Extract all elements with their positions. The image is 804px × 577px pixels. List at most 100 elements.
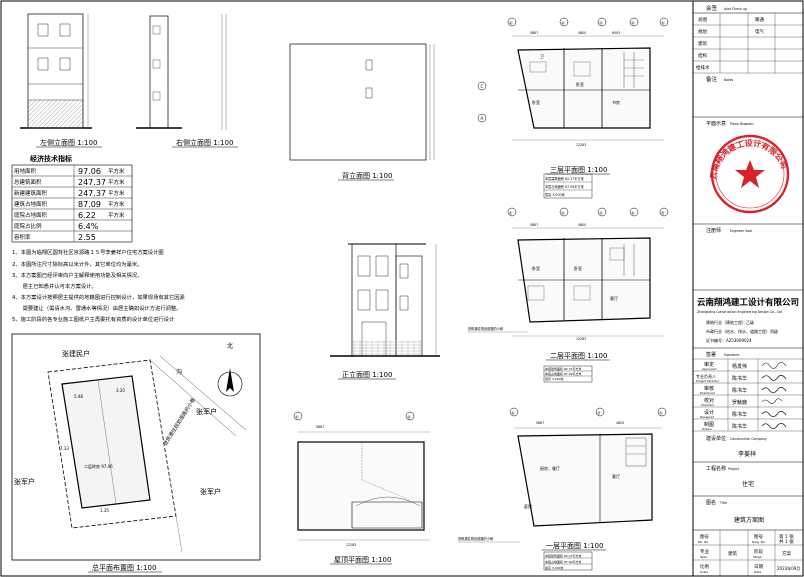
- first-floor-plan-view: ① ③ ⑤ 5887 4800 厨房、餐厅 客厅 庭院 进筑通往规划道路的小巷 …: [458, 407, 667, 571]
- svg-text:层高 3.000米: 层高 3.000米: [545, 192, 566, 197]
- svg-text:③: ③: [599, 21, 603, 26]
- svg-text:Designed: Designed: [700, 415, 714, 419]
- svg-text:Project: Project: [728, 467, 740, 471]
- svg-text:Checked: Checked: [701, 403, 714, 407]
- dimension-text: 12283: [346, 543, 356, 547]
- svg-text:第 1 张: 第 1 张: [779, 533, 794, 540]
- signature-mark: [761, 398, 783, 404]
- svg-text:Engineer Seal: Engineer Seal: [730, 229, 752, 233]
- site-dimension: 5.48: [74, 394, 83, 399]
- svg-text:P.K. No.: P.K. No.: [698, 540, 709, 544]
- svg-text:②: ②: [561, 211, 565, 216]
- svg-text:罗献鹿: 罗献鹿: [732, 399, 747, 406]
- svg-text:图号: 图号: [754, 534, 763, 540]
- svg-text:④: ④: [631, 211, 635, 216]
- svg-text:Construction Company: Construction Company: [730, 437, 767, 441]
- room-label: 卧室: [532, 99, 540, 105]
- dimension-text: 4800: [578, 223, 586, 227]
- svg-text:结构: 结构: [698, 52, 707, 59]
- svg-text:总图: 总图: [698, 16, 707, 23]
- svg-text:Approved: Approved: [702, 367, 716, 371]
- svg-text:规划: 规划: [698, 28, 707, 35]
- svg-text:Stage: Stage: [753, 555, 762, 559]
- svg-text:平方米: 平方米: [108, 167, 125, 175]
- dimension-text: 12283: [576, 143, 586, 147]
- svg-text:Scale: Scale: [700, 570, 708, 574]
- svg-text:建筑: 建筑: [698, 40, 707, 47]
- company-name: 云南翔鸿建工设计有限公司: [697, 297, 799, 308]
- drawing-title-header: 图名: [706, 499, 716, 506]
- right-elevation-caption: 右侧立面图 1:100: [176, 138, 233, 147]
- indicators-table: 经济技术指标 用地面积 97.06 平方米 总建筑面积 247.37 平方米 新…: [11, 154, 133, 243]
- svg-text:③: ③: [599, 211, 603, 216]
- room-label: 客厅: [612, 473, 620, 479]
- north-label: 北: [227, 342, 233, 350]
- project-header: 工程名称: [706, 465, 726, 472]
- north-arrow-icon: [217, 368, 243, 397]
- second-floor-plan-view: ① ② ③ ④ ⑤ 5887 4800 卧室 卧室 客厅 进筑通往规划道路的小巷…: [468, 207, 669, 383]
- svg-text:容积率: 容积率: [14, 233, 31, 241]
- drawing-title: 建筑方案图: [734, 516, 764, 524]
- svg-text:日期: 日期: [754, 564, 763, 570]
- svg-text:阶段: 阶段: [754, 548, 763, 555]
- svg-text:2、本图所注尺寸除标高以米计外，其它单位均为毫米。: 2、本图所注尺寸除标高以米计外，其它单位均为毫米。: [12, 260, 143, 268]
- indicator-row: 容积率 2.55: [14, 233, 96, 242]
- svg-text:本层占地面积 87.09平方米: 本层占地面积 87.09平方米: [545, 559, 582, 564]
- dimension-text: 6003: [612, 31, 620, 35]
- svg-text:庭院占比例: 庭院占比例: [14, 222, 42, 230]
- svg-text:247.37: 247.37: [78, 178, 106, 187]
- svg-text:电气: 电气: [755, 28, 764, 35]
- signature-table: 审定 Approved 杨发伟 专业负责人 Project Director 陈…: [693, 358, 803, 432]
- roof-plan-caption: 屋顶平面图 1:100: [334, 556, 391, 564]
- right-elevation-view: 右侧立面图 1:100: [136, 14, 238, 148]
- svg-text:专业: 专业: [700, 548, 709, 555]
- svg-text:层高 3.000米: 层高 3.000米: [545, 565, 564, 570]
- lane-label: 进筑通往规划道路的小巷: [458, 536, 494, 541]
- area-note-table: 本层建筑面积 82.37平方米 本层占地面积 87.09平方米 层高 3.000…: [543, 365, 593, 383]
- svg-text:建筑: 建筑: [728, 550, 737, 557]
- svg-text:⑤: ⑤: [661, 211, 665, 216]
- indicator-row: 总建筑面积 247.37 平方米: [14, 178, 125, 187]
- third-floor-caption: 三层平面图 1:100: [550, 166, 607, 174]
- svg-text:本层建筑面积 82.37平方米: 本层建筑面积 82.37平方米: [545, 176, 585, 181]
- axis-bubbles: ① ② ③ ④ ⑤ C A: [477, 17, 669, 123]
- svg-text:A: A: [481, 116, 484, 121]
- left-elevation-view: 左侧立面图 1:100: [20, 13, 102, 148]
- front-elevation-view: 正立面图 1:100: [330, 243, 440, 380]
- svg-text:庭院占地面积: 庭院占地面积: [14, 211, 48, 219]
- qualification-line: 建筑行业（建筑工程）乙级: [706, 319, 754, 325]
- svg-text:Notes: Notes: [724, 78, 734, 82]
- svg-text:平方米: 平方米: [108, 178, 125, 186]
- indicator-row: 新建建筑面积 247.37 平方米: [14, 189, 125, 198]
- room-label: 厨房、餐厅: [540, 465, 560, 471]
- third-floor-plan-view: ① ② ③ ④ ⑤ C A 5887 4800 6003 卧室 卧室 书房 卫 …: [477, 17, 669, 199]
- svg-text:4、本方案设计按照居主提供的地籍图进行控制设计，如果现场有其: 4、本方案设计按照居主提供的地籍图进行控制设计，如果现场有其它因素: [12, 293, 186, 301]
- neighbor-label: 张军户: [196, 407, 217, 416]
- client-name: 李姜祥: [738, 450, 756, 458]
- client-header: 建设单位: [706, 435, 726, 442]
- svg-text:Joint Check up: Joint Check up: [723, 7, 747, 11]
- site-plan-caption: 总平面布置图 1:100: [92, 563, 156, 572]
- dimension-text: 4800: [616, 421, 624, 425]
- left-elevation-caption: 左侧立面图 1:100: [40, 138, 97, 147]
- dimension-text: 5887: [530, 31, 538, 35]
- plan-diagram-header: 平面示意: [706, 120, 726, 127]
- svg-text:①: ①: [509, 211, 513, 216]
- svg-text:Examined: Examined: [700, 391, 715, 395]
- site-dimension: 3.20: [116, 388, 125, 393]
- svg-text:陈书华: 陈书华: [732, 375, 747, 382]
- svg-text:需要建让（需请水沟、雷通水等情况）由居主确如设计方进行调整。: 需要建让（需请水沟、雷通水等情况）由居主确如设计方进行调整。: [12, 304, 182, 312]
- first-floor-caption: 一层平面图 1:100: [546, 542, 603, 550]
- svg-text:建筑占地面积: 建筑占地面积: [14, 200, 48, 208]
- svg-text:②: ②: [561, 21, 565, 26]
- dimension-text: 5887: [316, 425, 324, 429]
- svg-text:平方米: 平方米: [108, 200, 125, 208]
- svg-text:新建建筑面积: 新建建筑面积: [14, 189, 48, 197]
- svg-text:本层占地面积 87.09平方米: 本层占地面积 87.09平方米: [545, 184, 585, 189]
- svg-text:本层建筑面积 82.37平方米: 本层建筑面积 82.37平方米: [545, 553, 582, 558]
- svg-text:Dwg. No.: Dwg. No.: [752, 540, 766, 544]
- svg-text:②: ②: [407, 415, 411, 420]
- svg-text:杨发伟: 杨发伟: [732, 363, 747, 370]
- svg-text:居主已知悉并认可本方案设计。: 居主已知悉并认可本方案设计。: [12, 282, 97, 290]
